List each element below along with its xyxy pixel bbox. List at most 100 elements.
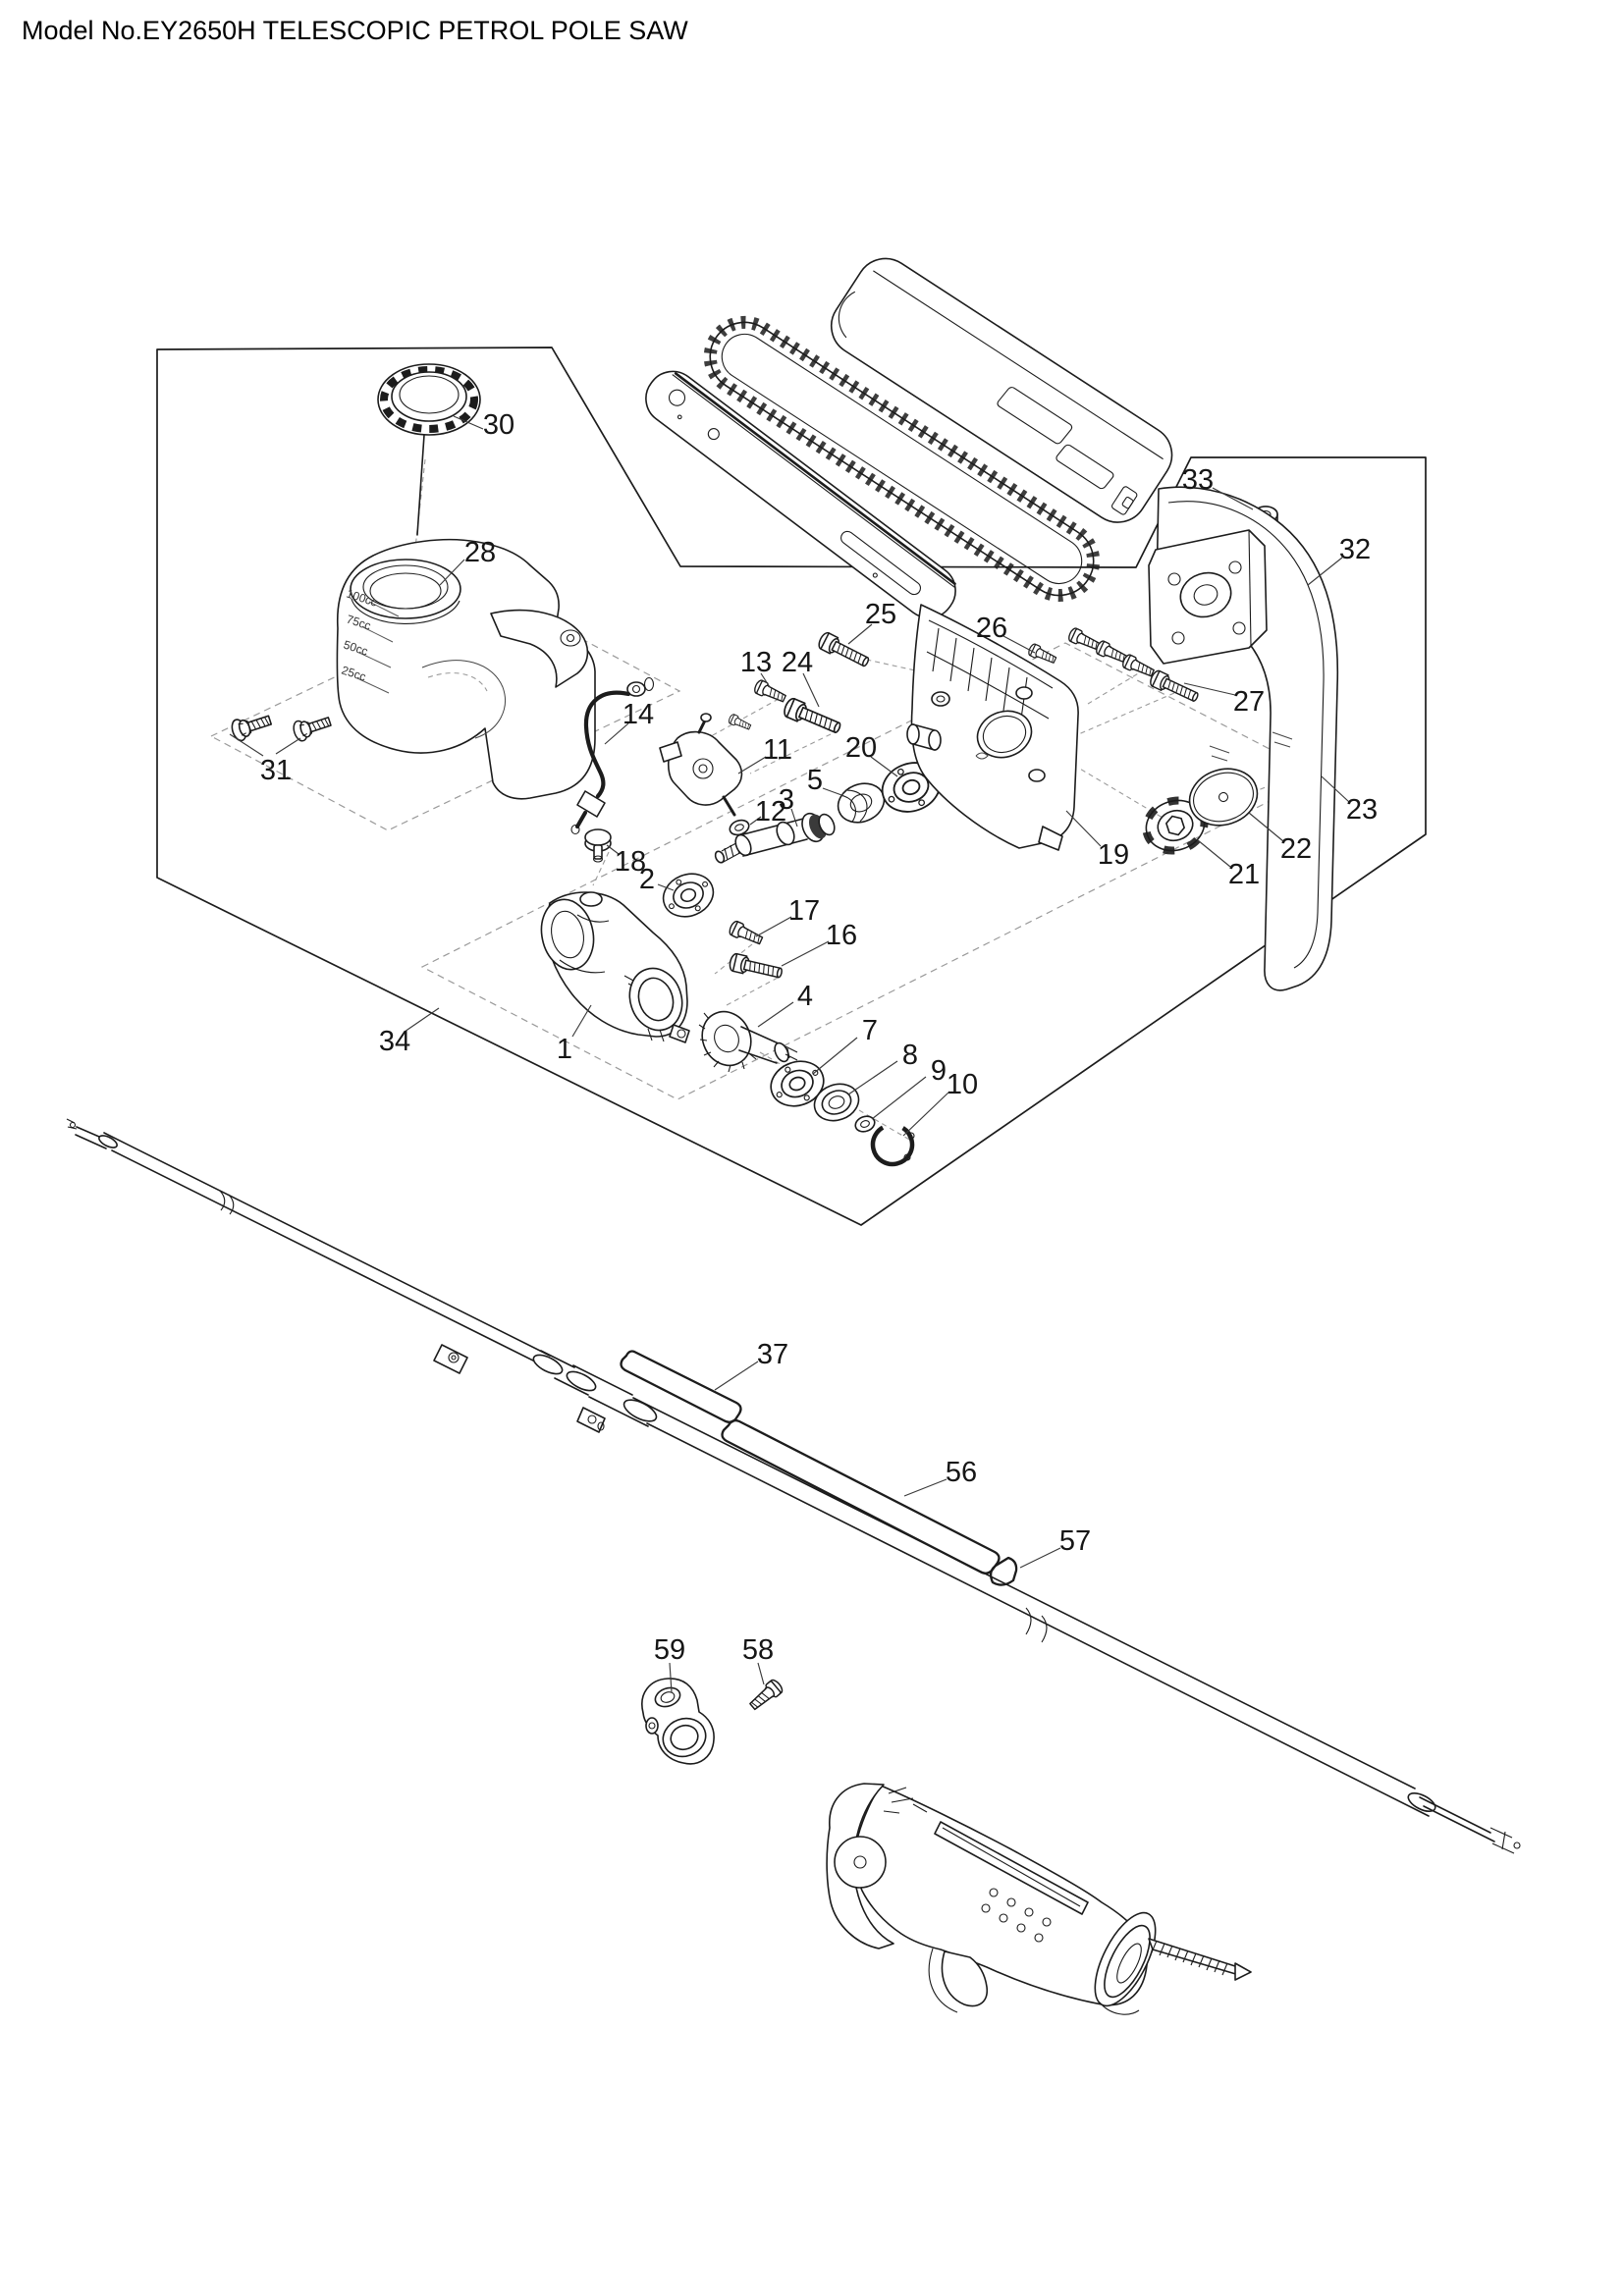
- part-label-13-screw: 13: [740, 647, 772, 678]
- part-label-4-bevel-gear: 4: [797, 981, 813, 1012]
- part-label-7-ball-bearing: 7: [862, 1015, 878, 1046]
- leader-line-7: [812, 1037, 858, 1075]
- leader-line-14: [604, 722, 629, 745]
- part-label-10-snap-ring: 10: [947, 1069, 978, 1100]
- part-label-11-oil-pump: 11: [763, 734, 792, 766]
- leader-line-57: [1019, 1547, 1061, 1569]
- part-label-9-washer: 9: [931, 1055, 947, 1087]
- leader-line-24: [802, 672, 820, 708]
- graduation-tick: [358, 652, 392, 668]
- part-label-59-pipe-clamp: 59: [654, 1634, 685, 1666]
- oil-pipe: [570, 676, 655, 835]
- leader-line-31: [229, 733, 264, 757]
- leader-line-3: [790, 808, 798, 828]
- leader-line-8: [847, 1060, 898, 1095]
- leader-line-5: [822, 787, 845, 797]
- part-label-58-screw: 58: [742, 1634, 774, 1666]
- view-boundary: [156, 347, 1427, 1226]
- part-label-32-sprocket-guard: 32: [1339, 534, 1371, 565]
- sticker-57: [989, 1556, 1018, 1586]
- bevel-gear: [698, 1010, 798, 1073]
- leader-line-19: [1065, 810, 1102, 847]
- power-head-handle: [826, 1783, 1252, 2015]
- part-label-3-pinion-shaft: 3: [779, 784, 794, 816]
- part-label-28-oil-tank: 28: [464, 537, 496, 568]
- leader-line-27: [1183, 682, 1236, 696]
- tank-bolts: [229, 709, 334, 744]
- leader-line-56: [903, 1478, 947, 1497]
- guide-bar: [645, 370, 956, 619]
- leader-line-10: [902, 1091, 950, 1137]
- graduation-tick: [368, 601, 400, 617]
- sticker-37: [620, 1350, 742, 1423]
- part-label-17-screw: 17: [788, 895, 820, 927]
- leader-line-28: [439, 559, 465, 586]
- leader-line-34: [404, 1007, 440, 1033]
- leader-line-21: [1197, 839, 1231, 868]
- leader-line-1: [571, 1004, 592, 1038]
- part-label-37-label-sticker: 37: [757, 1339, 788, 1370]
- graduation-tick: [356, 677, 390, 694]
- leader-line-2: [657, 883, 675, 891]
- leader-line-12: [749, 816, 762, 826]
- leader-line-4: [757, 1001, 794, 1028]
- saw-chain: [703, 315, 1101, 602]
- sprocket-washer: [1188, 768, 1259, 827]
- part-label-34-gear-head-assembly: 34: [379, 1026, 410, 1057]
- sprocket-guard: [1148, 486, 1339, 991]
- part-label-57-label-sticker: 57: [1059, 1525, 1091, 1557]
- leader-line-17: [755, 916, 792, 937]
- leader-line-13: [760, 672, 771, 688]
- chain-cover: [830, 257, 1173, 523]
- leader-line-32: [1307, 557, 1343, 586]
- leader-line-58: [757, 1662, 765, 1685]
- part-label-2-ball-bearing: 2: [639, 864, 655, 895]
- leader-line-11: [737, 756, 767, 774]
- part-label-33-nut: 33: [1182, 464, 1214, 496]
- bearing-race-8: [813, 1083, 860, 1122]
- part-label-56-label-sticker: 56: [946, 1457, 977, 1488]
- part-label-25-bolt: 25: [865, 599, 896, 630]
- part-label-19-gear-case-cover: 19: [1098, 839, 1129, 871]
- ball-bearing-2: [656, 865, 721, 926]
- part-label-21-sprocket: 21: [1228, 859, 1260, 890]
- part-label-24-socket-bolt: 24: [782, 647, 813, 678]
- leader-line-25: [847, 623, 873, 645]
- leader-line-31: [275, 737, 301, 755]
- leader-line-30: [453, 415, 484, 430]
- leader-line-16: [781, 940, 830, 967]
- part-label-27-bolt-set: 27: [1233, 686, 1265, 718]
- leader-line-37: [714, 1361, 759, 1391]
- part-label-16-bolt: 16: [826, 920, 857, 951]
- part-label-18-plug: 18: [615, 846, 646, 878]
- part-label-12-washer: 12: [755, 796, 786, 828]
- leader-line-22: [1248, 812, 1284, 842]
- telescopic-pole: [66, 1118, 1521, 1854]
- part-label-8-bearing-race: 8: [902, 1040, 918, 1071]
- part-label-26-screw: 26: [976, 613, 1007, 644]
- leader-line-26: [1002, 635, 1036, 654]
- oil-pump: [659, 713, 743, 817]
- part-label-14-oil-pipe: 14: [623, 699, 654, 730]
- leader-line-18: [606, 844, 620, 855]
- leader-line-9: [871, 1076, 927, 1120]
- collar: [837, 782, 886, 824]
- page-title: Model No.EY2650H TELESCOPIC PETROL POLE …: [22, 16, 688, 45]
- part-label-1-gear-case: 1: [557, 1034, 572, 1065]
- part-label-31-bolt-pair: 31: [260, 755, 292, 786]
- part-label-30-tank-cap: 30: [483, 409, 514, 441]
- leader-line-33: [1212, 487, 1254, 510]
- pinion-shaft: [714, 812, 836, 864]
- pump-washer: [729, 819, 750, 836]
- part-label-23-bolt: 23: [1346, 794, 1378, 826]
- oil-tank: [336, 538, 596, 800]
- sticker-56: [721, 1418, 1001, 1575]
- oil-plug: [584, 828, 612, 863]
- washer-9: [854, 1115, 876, 1133]
- pipe-clamp: [641, 1678, 715, 1765]
- leader-line-23: [1321, 775, 1350, 803]
- part-label-5-collar: 5: [807, 765, 823, 796]
